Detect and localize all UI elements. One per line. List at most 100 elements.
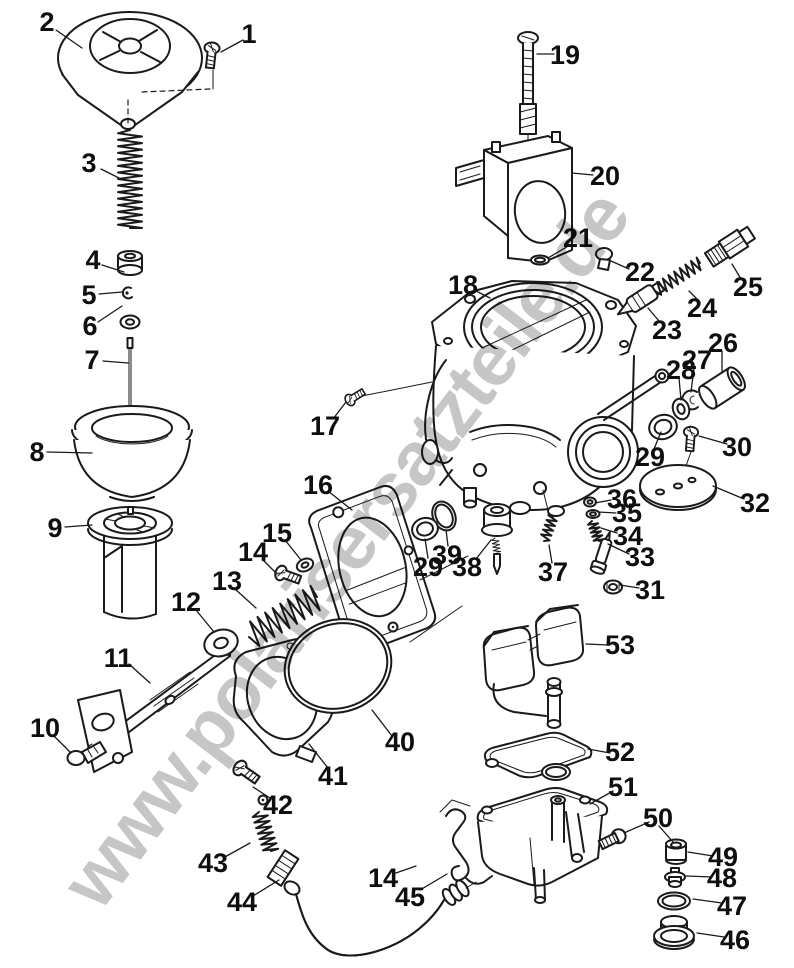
part-number-25: 25 xyxy=(733,272,763,302)
part-3-diaphragm-spring xyxy=(117,129,143,229)
part-36-nut xyxy=(583,496,597,508)
part-number-8: 8 xyxy=(29,437,44,467)
part-number-6: 6 xyxy=(82,311,97,341)
part-8-diaphragm xyxy=(71,405,193,502)
part-number-26: 26 xyxy=(708,328,738,358)
part-1-cover-screw xyxy=(201,40,222,90)
part-32-cover-plate xyxy=(639,464,717,511)
part-number-49: 49 xyxy=(708,842,738,872)
leader-line-24 xyxy=(688,290,698,300)
leader-line-1 xyxy=(220,39,244,53)
leader-line-13 xyxy=(234,588,257,609)
leader-line-12 xyxy=(195,609,215,633)
leader-line-36 xyxy=(594,499,612,504)
part-28-washer xyxy=(671,397,691,421)
part-number-23: 23 xyxy=(652,315,682,345)
part-number-50: 50 xyxy=(643,803,673,833)
leader-line-41 xyxy=(308,743,329,769)
leader-line-9 xyxy=(64,524,93,528)
cover-alignment-lines xyxy=(409,555,469,643)
part-number-10: 10 xyxy=(30,713,60,743)
part-13-slide-spring xyxy=(248,584,321,647)
part-44-cable-adjuster-hose xyxy=(266,849,477,957)
part-number-33: 33 xyxy=(625,542,655,572)
part-number-30: 30 xyxy=(722,432,752,462)
part-29-seal-ring xyxy=(648,413,678,441)
leader-line-4 xyxy=(101,264,125,273)
part-5-e-clip xyxy=(121,286,133,300)
leader-line-31 xyxy=(619,584,640,589)
part-number-35: 35 xyxy=(612,498,642,528)
leader-line-11 xyxy=(128,663,151,684)
part-number-44: 44 xyxy=(227,887,257,917)
part-number-42: 42 xyxy=(263,790,293,820)
part-number-14: 14 xyxy=(368,863,398,893)
leader-line-37 xyxy=(548,544,553,564)
part-number-16: 16 xyxy=(303,470,333,500)
part-46-drain-plug xyxy=(653,915,695,950)
part-9-vacuum-slide xyxy=(87,506,173,620)
leader-line-42 xyxy=(252,786,271,799)
part-50-drain-screw xyxy=(597,828,627,851)
leader-line-21 xyxy=(547,244,571,259)
part-42-cover-screw xyxy=(229,757,263,788)
leader-line-35 xyxy=(597,511,617,514)
leader-line-47 xyxy=(692,898,723,904)
leader-line-53 xyxy=(585,643,610,646)
part-number-46: 46 xyxy=(720,925,750,955)
part-number-47: 47 xyxy=(717,891,747,921)
leader-line-39 xyxy=(445,529,449,547)
leader-line-14 xyxy=(392,865,417,875)
part-number-29: 29 xyxy=(635,442,665,472)
part-number-52: 52 xyxy=(605,737,635,767)
part-number-20: 20 xyxy=(590,161,620,191)
choke-shaft xyxy=(597,368,670,421)
part-number-37: 37 xyxy=(538,557,568,587)
part-53-float xyxy=(482,604,585,729)
part-12-washer xyxy=(203,628,239,658)
part-26-sleeve xyxy=(698,366,746,410)
leader-line-22 xyxy=(610,260,630,270)
part-number-48: 48 xyxy=(707,863,737,893)
leader-line-17 xyxy=(332,401,347,420)
part-number-13: 13 xyxy=(212,566,242,596)
part-number-43: 43 xyxy=(198,848,228,878)
part-number-9: 9 xyxy=(47,513,62,543)
part-number-15: 15 xyxy=(262,518,292,548)
part-number-7: 7 xyxy=(84,345,99,375)
part-number-4: 4 xyxy=(85,245,100,275)
part-34-spring xyxy=(587,520,605,542)
leader-line-43 xyxy=(222,842,251,859)
leader-line-30 xyxy=(698,435,728,445)
leader-line-50 xyxy=(623,821,650,834)
leader-line-8 xyxy=(46,451,93,454)
part-35-washer xyxy=(585,509,601,519)
part-number-28: 28 xyxy=(666,355,696,385)
leader-line-45 xyxy=(419,873,448,891)
leader-line-33 xyxy=(607,543,630,555)
part-number-40: 40 xyxy=(385,727,415,757)
part-24-spring xyxy=(654,256,702,296)
leader-line-7 xyxy=(102,360,129,364)
part-47-o-ring xyxy=(657,891,691,911)
part-number-29: 29 xyxy=(413,552,443,582)
leader-line-52 xyxy=(587,748,611,754)
part-number-17: 17 xyxy=(310,411,340,441)
part-16-diaphragm-cover xyxy=(308,484,437,655)
part-number-19: 19 xyxy=(550,40,580,70)
part-31-nut xyxy=(603,579,623,595)
leader-line-51 xyxy=(589,790,614,805)
part-45-wire-clip xyxy=(439,799,493,885)
leader-line-10 xyxy=(52,734,72,754)
part-number-12: 12 xyxy=(171,587,201,617)
part-number-5: 5 xyxy=(81,280,96,310)
part-2-top-cover xyxy=(57,11,211,131)
part-21-o-ring xyxy=(530,254,550,266)
part-number-45: 45 xyxy=(395,882,425,912)
part-number-41: 41 xyxy=(318,761,348,791)
part-number-51: 51 xyxy=(608,772,638,802)
part-6-washer xyxy=(119,314,141,330)
part-10-pivot-screw xyxy=(66,741,107,766)
leader-line-44 xyxy=(252,879,280,897)
